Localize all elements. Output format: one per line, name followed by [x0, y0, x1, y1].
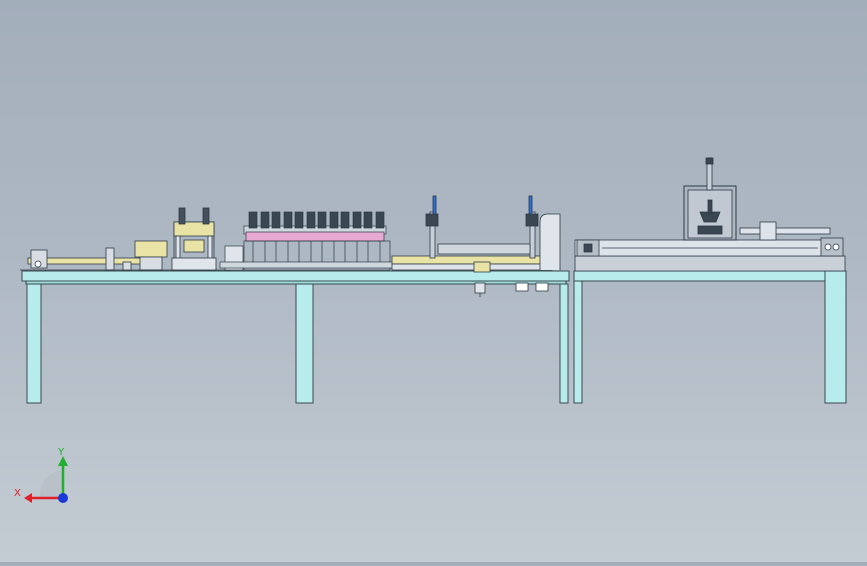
transfer-upright-left	[429, 211, 436, 259]
press-base	[171, 257, 217, 271]
left-table-leg-1	[26, 283, 42, 404]
transfer-arch	[539, 213, 561, 270]
transfer-upright-right	[529, 211, 536, 259]
transfer-rail-lower	[391, 263, 553, 271]
press-cylinder-right	[202, 207, 210, 225]
multi-head-pink-band	[245, 231, 385, 242]
triad-y-label: Y	[57, 447, 65, 458]
infeed-bracket-base	[139, 256, 163, 271]
infeed-clamp	[122, 261, 132, 271]
right-end-roller-2	[832, 243, 840, 251]
right-end-roller-1	[824, 243, 832, 251]
multi-head-station	[219, 211, 401, 271]
right-table-leg-2	[824, 270, 847, 404]
under-table-hardware	[474, 282, 549, 297]
under-sensor-2	[535, 282, 549, 292]
press-cylinder-left	[178, 207, 186, 225]
multi-head-units	[248, 211, 385, 229]
enclosure-tool-stem	[707, 199, 713, 215]
triad-shadow	[40, 470, 62, 498]
infeed-bracket	[134, 240, 168, 258]
multi-head-bottom-rail	[219, 261, 401, 269]
left-table-leg-2	[295, 283, 314, 404]
under-cylinder	[474, 282, 486, 294]
right-top-bar	[739, 227, 831, 235]
enclosure-tooling	[699, 211, 721, 223]
infeed-roller	[34, 260, 42, 268]
transfer-needle-right	[528, 195, 533, 215]
infeed-conveyor	[20, 240, 230, 271]
press-tool	[183, 239, 205, 253]
enclosure-tool-base	[697, 225, 723, 235]
axis-triad-icon: X Y	[14, 447, 68, 503]
multi-head-lower-frame	[243, 240, 391, 271]
transfer-carriage	[437, 243, 531, 255]
transfer-rail	[391, 255, 553, 265]
triad-x-label: X	[14, 488, 21, 499]
right-table-top	[573, 270, 847, 282]
triad-z-axis	[58, 493, 68, 503]
triad-y-arrow	[58, 456, 68, 466]
under-sensor-1	[515, 282, 529, 292]
transfer-motor	[473, 261, 491, 273]
right-table-leg-1	[573, 280, 583, 404]
transfer-needle-left	[432, 195, 437, 215]
press-station	[171, 207, 217, 271]
transfer-section	[391, 195, 561, 273]
enclosure-mast-cap	[705, 157, 714, 165]
left-table-top	[21, 270, 570, 282]
right-left-inner	[583, 243, 593, 253]
press-head-plate	[173, 221, 215, 237]
right-bracket	[759, 221, 777, 241]
infeed-support-1	[105, 247, 115, 271]
left-worktable	[21, 270, 570, 404]
right-indexing-station	[574, 157, 846, 272]
right-base-plate	[574, 255, 846, 272]
right-end-block	[820, 237, 844, 257]
right-worktable	[573, 270, 847, 404]
left-table-leg-3	[559, 283, 569, 404]
triad-x-arrow	[24, 493, 32, 503]
transfer-head-right	[525, 213, 539, 227]
transfer-head-left	[425, 213, 439, 227]
